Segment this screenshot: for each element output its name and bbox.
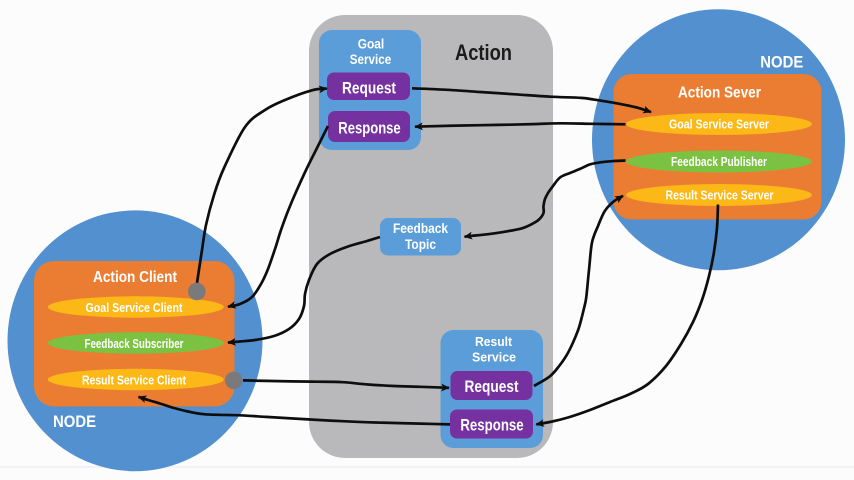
svg-text:NODE: NODE — [760, 53, 803, 72]
svg-text:NODE: NODE — [53, 412, 96, 431]
svg-text:Service: Service — [350, 52, 392, 67]
svg-text:Response: Response — [338, 120, 400, 138]
svg-text:Goal Service Client: Goal Service Client — [86, 301, 184, 315]
svg-text:Feedback Publisher: Feedback Publisher — [671, 155, 767, 169]
svg-text:Goal Service Server: Goal Service Server — [669, 117, 769, 131]
svg-text:Service: Service — [472, 350, 516, 365]
svg-text:Feedback Subscriber: Feedback Subscriber — [85, 337, 184, 351]
svg-text:Action: Action — [455, 40, 512, 65]
svg-text:Result Service Server: Result Service Server — [666, 188, 774, 202]
svg-text:Result: Result — [475, 334, 513, 349]
svg-text:Topic: Topic — [405, 237, 436, 252]
svg-text:Request: Request — [342, 79, 396, 97]
svg-text:Response: Response — [460, 416, 523, 435]
svg-text:Action Client: Action Client — [93, 269, 177, 286]
svg-text:Result Service Client: Result Service Client — [82, 373, 187, 387]
svg-text:Feedback: Feedback — [393, 221, 448, 236]
svg-text:Goal: Goal — [358, 37, 385, 52]
svg-text:Action Sever: Action Sever — [678, 85, 761, 102]
svg-text:Request: Request — [465, 377, 519, 396]
